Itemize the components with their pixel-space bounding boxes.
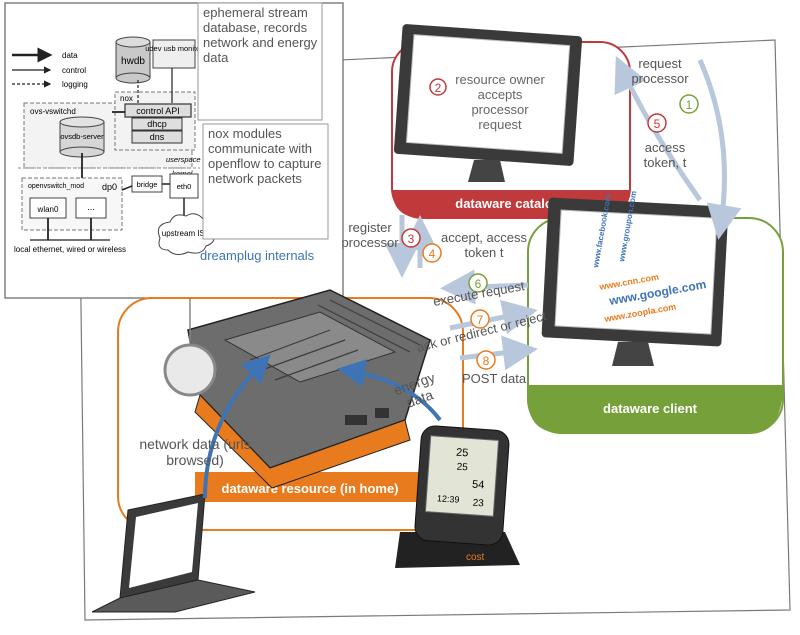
ovsdb-server-label: ovsdb-server xyxy=(60,132,104,141)
client-monitor-stand xyxy=(612,342,654,366)
energy-data-arrow xyxy=(337,359,442,422)
bridge-label: bridge xyxy=(137,180,158,189)
legend-data-label: data xyxy=(62,51,78,60)
control-api-label: control API xyxy=(136,106,180,116)
flow-1-arrow xyxy=(697,58,742,240)
resource-label-bar xyxy=(195,472,425,502)
step-4-badge: 4 xyxy=(422,243,442,263)
catalog-label: dataware catalog xyxy=(455,196,561,211)
openvswitch-mod-label: openvswitch_mod xyxy=(28,183,84,190)
local-net-label: local ethernet, wired or wireless xyxy=(14,245,126,254)
step-4-number: 4 xyxy=(429,247,436,261)
eth0-box xyxy=(169,173,199,199)
legend-logging-label: logging xyxy=(62,80,88,89)
step-1-badge: 1 xyxy=(679,94,699,114)
resource-label: dataware resource (in home) xyxy=(222,481,399,496)
wlan0-label: wlan0 xyxy=(37,205,59,214)
note-nox-box xyxy=(202,123,329,240)
udev-box xyxy=(152,39,196,69)
eth-port xyxy=(375,408,389,418)
dp0-bridge-link xyxy=(121,185,133,191)
ovsdb-server-db: ovsdb-server xyxy=(59,116,105,158)
step-6-badge: 6 xyxy=(468,273,488,293)
userspace-label: userspace xyxy=(166,155,201,164)
dataware-client-node: dataware client www.cnn.com www.google.c… xyxy=(527,190,784,434)
client-screen xyxy=(554,209,718,335)
meter-display xyxy=(424,435,500,517)
note-nox: nox modules communicate with openflow to… xyxy=(208,126,321,186)
meter-brand: cost xyxy=(466,552,485,563)
dreamplug-device xyxy=(187,289,431,489)
catalog-monitor-stand xyxy=(468,160,505,182)
nox-label: nox xyxy=(120,94,133,103)
ellipsis-label: ... xyxy=(87,202,95,212)
control-api-box xyxy=(124,103,192,118)
step-7-number: 7 xyxy=(477,313,484,327)
network-data-arrow xyxy=(203,354,271,499)
step-8-badge: 8 xyxy=(476,350,496,370)
energy-meter: cost 25 25 54 12:39 23 xyxy=(395,425,520,568)
note-database: ephemeral stream database, records netwo… xyxy=(203,5,317,65)
step-3-badge: 3 xyxy=(401,228,421,248)
step-8-label: POST data xyxy=(462,371,527,386)
step-5-number: 5 xyxy=(654,117,661,131)
client-label: dataware client xyxy=(603,401,698,416)
udev-label: udev usb monitor xyxy=(145,44,203,53)
step-3-label: register processor xyxy=(341,220,398,250)
flow-8-arrow xyxy=(459,335,538,371)
meter-reading-1: 25 xyxy=(456,447,469,460)
dp0-label: dp0 xyxy=(102,182,117,192)
step-7-badge: 7 xyxy=(470,309,490,329)
laptop xyxy=(91,493,256,613)
dns-box xyxy=(131,130,183,144)
step-4-label: accept, access token t xyxy=(441,230,527,260)
note-database-box xyxy=(197,2,323,121)
step-1-number: 1 xyxy=(686,98,693,112)
meter-reading-2: 25 xyxy=(456,462,468,474)
meter-reading-5: 23 xyxy=(472,498,484,510)
step-1-label: request processor xyxy=(631,56,688,86)
eth0-label: eth0 xyxy=(177,182,192,191)
catalog-screen-text: resource owner accepts processor request xyxy=(455,72,545,132)
step-2-badge xyxy=(429,78,447,96)
step-8-number: 8 xyxy=(483,354,490,368)
hwdb-label: hwdb xyxy=(121,56,145,67)
meter-reading-3: 54 xyxy=(472,479,485,492)
step-5-badge: 5 xyxy=(647,113,667,133)
flow-6-arrow xyxy=(440,269,529,305)
dataware-catalog-node: dataware catalog 2 resource owner accept… xyxy=(391,24,631,219)
step-3-number: 3 xyxy=(408,232,415,246)
network-data-label: network data (urls browsed) xyxy=(139,436,250,468)
usb-port xyxy=(345,415,367,425)
dreamplug-internals-panel: data control logging hwdb udev usb monit… xyxy=(4,2,344,299)
dhcp-label: dhcp xyxy=(147,119,167,129)
magnifier-circle xyxy=(163,343,217,397)
meter-reading-4: 12:39 xyxy=(437,493,460,505)
ovs-vswitchd-label: ovs-vswitchd xyxy=(30,107,76,116)
hwdb-database: hwdb xyxy=(115,36,151,84)
upstream-isp-label: upstream ISP xyxy=(162,229,210,238)
inset-caption: dreamplug internals xyxy=(200,248,315,263)
dns-label: dns xyxy=(150,132,165,142)
legend-control-label: control xyxy=(62,66,86,75)
catalog-screen xyxy=(405,34,571,154)
step-6-number: 6 xyxy=(475,277,482,291)
step-2-number: 2 xyxy=(435,81,442,95)
step-5-label: access token, t xyxy=(644,140,687,170)
dhcp-box xyxy=(131,117,183,131)
energy-data-label: energy data xyxy=(392,375,437,411)
